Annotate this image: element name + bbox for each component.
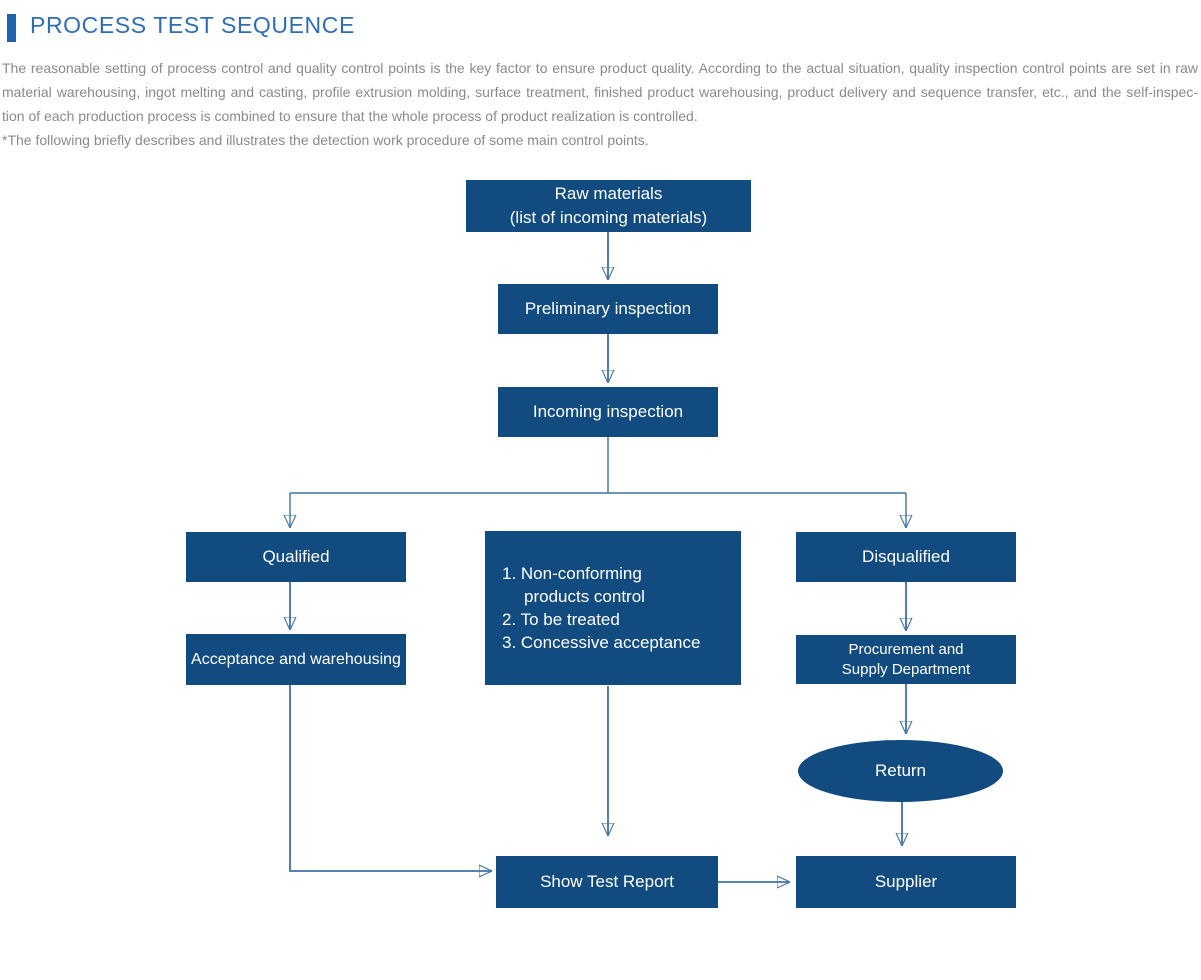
intro-paragraph: The reasonable setting of process contro… — [2, 56, 1198, 152]
non-conforming-item-2: 2. To be treated — [502, 610, 620, 629]
flow-node-disqualified: Disqualified — [796, 532, 1016, 582]
intro-line-2: material warehousing, ingot melting and … — [2, 84, 1198, 100]
intro-note-line: *The following briefly describes and ill… — [2, 132, 649, 148]
return-label: Return — [874, 761, 927, 780]
flow-node-non-conforming: 1. Non-conforming products control 2. To… — [485, 531, 741, 685]
supplier-label: Supplier — [874, 872, 938, 891]
flow-node-incoming-inspection: Incoming inspection — [498, 387, 718, 437]
page-title: PROCESS TEST SEQUENCE — [30, 12, 355, 38]
flow-node-raw-materials: Raw materials (list of incoming material… — [466, 180, 751, 232]
disqualified-label: Disqualified — [862, 547, 950, 566]
title-accent-bar — [7, 14, 16, 42]
intro-line-3: tion of each production process is combi… — [2, 108, 698, 124]
show-test-report-label: Show Test Report — [540, 872, 674, 891]
non-conforming-item-3: 3. Concessive acceptance — [502, 633, 701, 652]
flow-node-show-test-report: Show Test Report — [496, 856, 718, 908]
flow-node-return: Return — [798, 740, 1003, 802]
flow-node-procurement-supply: Procurement and Supply Department — [796, 635, 1016, 684]
raw-materials-line2: (list of incoming materials) — [509, 208, 708, 227]
flow-node-acceptance-warehousing: Acceptance and warehousing — [186, 634, 406, 685]
flow-node-qualified: Qualified — [186, 532, 406, 582]
procurement-line1: Procurement and — [848, 640, 964, 658]
flow-node-supplier: Supplier — [796, 856, 1016, 908]
intro-line-1: The reasonable setting of process contro… — [2, 60, 1198, 76]
raw-materials-line1: Raw materials — [554, 184, 663, 203]
acceptance-warehousing-label: Acceptance and warehousing — [191, 650, 401, 668]
preliminary-inspection-label: Preliminary inspection — [524, 299, 692, 318]
incoming-inspection-label: Incoming inspection — [532, 402, 684, 421]
non-conforming-item-1: 1. Non-conforming products control — [502, 564, 645, 606]
procurement-line2: Supply Department — [841, 660, 971, 678]
flow-node-preliminary-inspection: Preliminary inspection — [498, 284, 718, 334]
qualified-label: Qualified — [262, 547, 330, 566]
arrow-acceptance-to-report — [289, 685, 492, 871]
